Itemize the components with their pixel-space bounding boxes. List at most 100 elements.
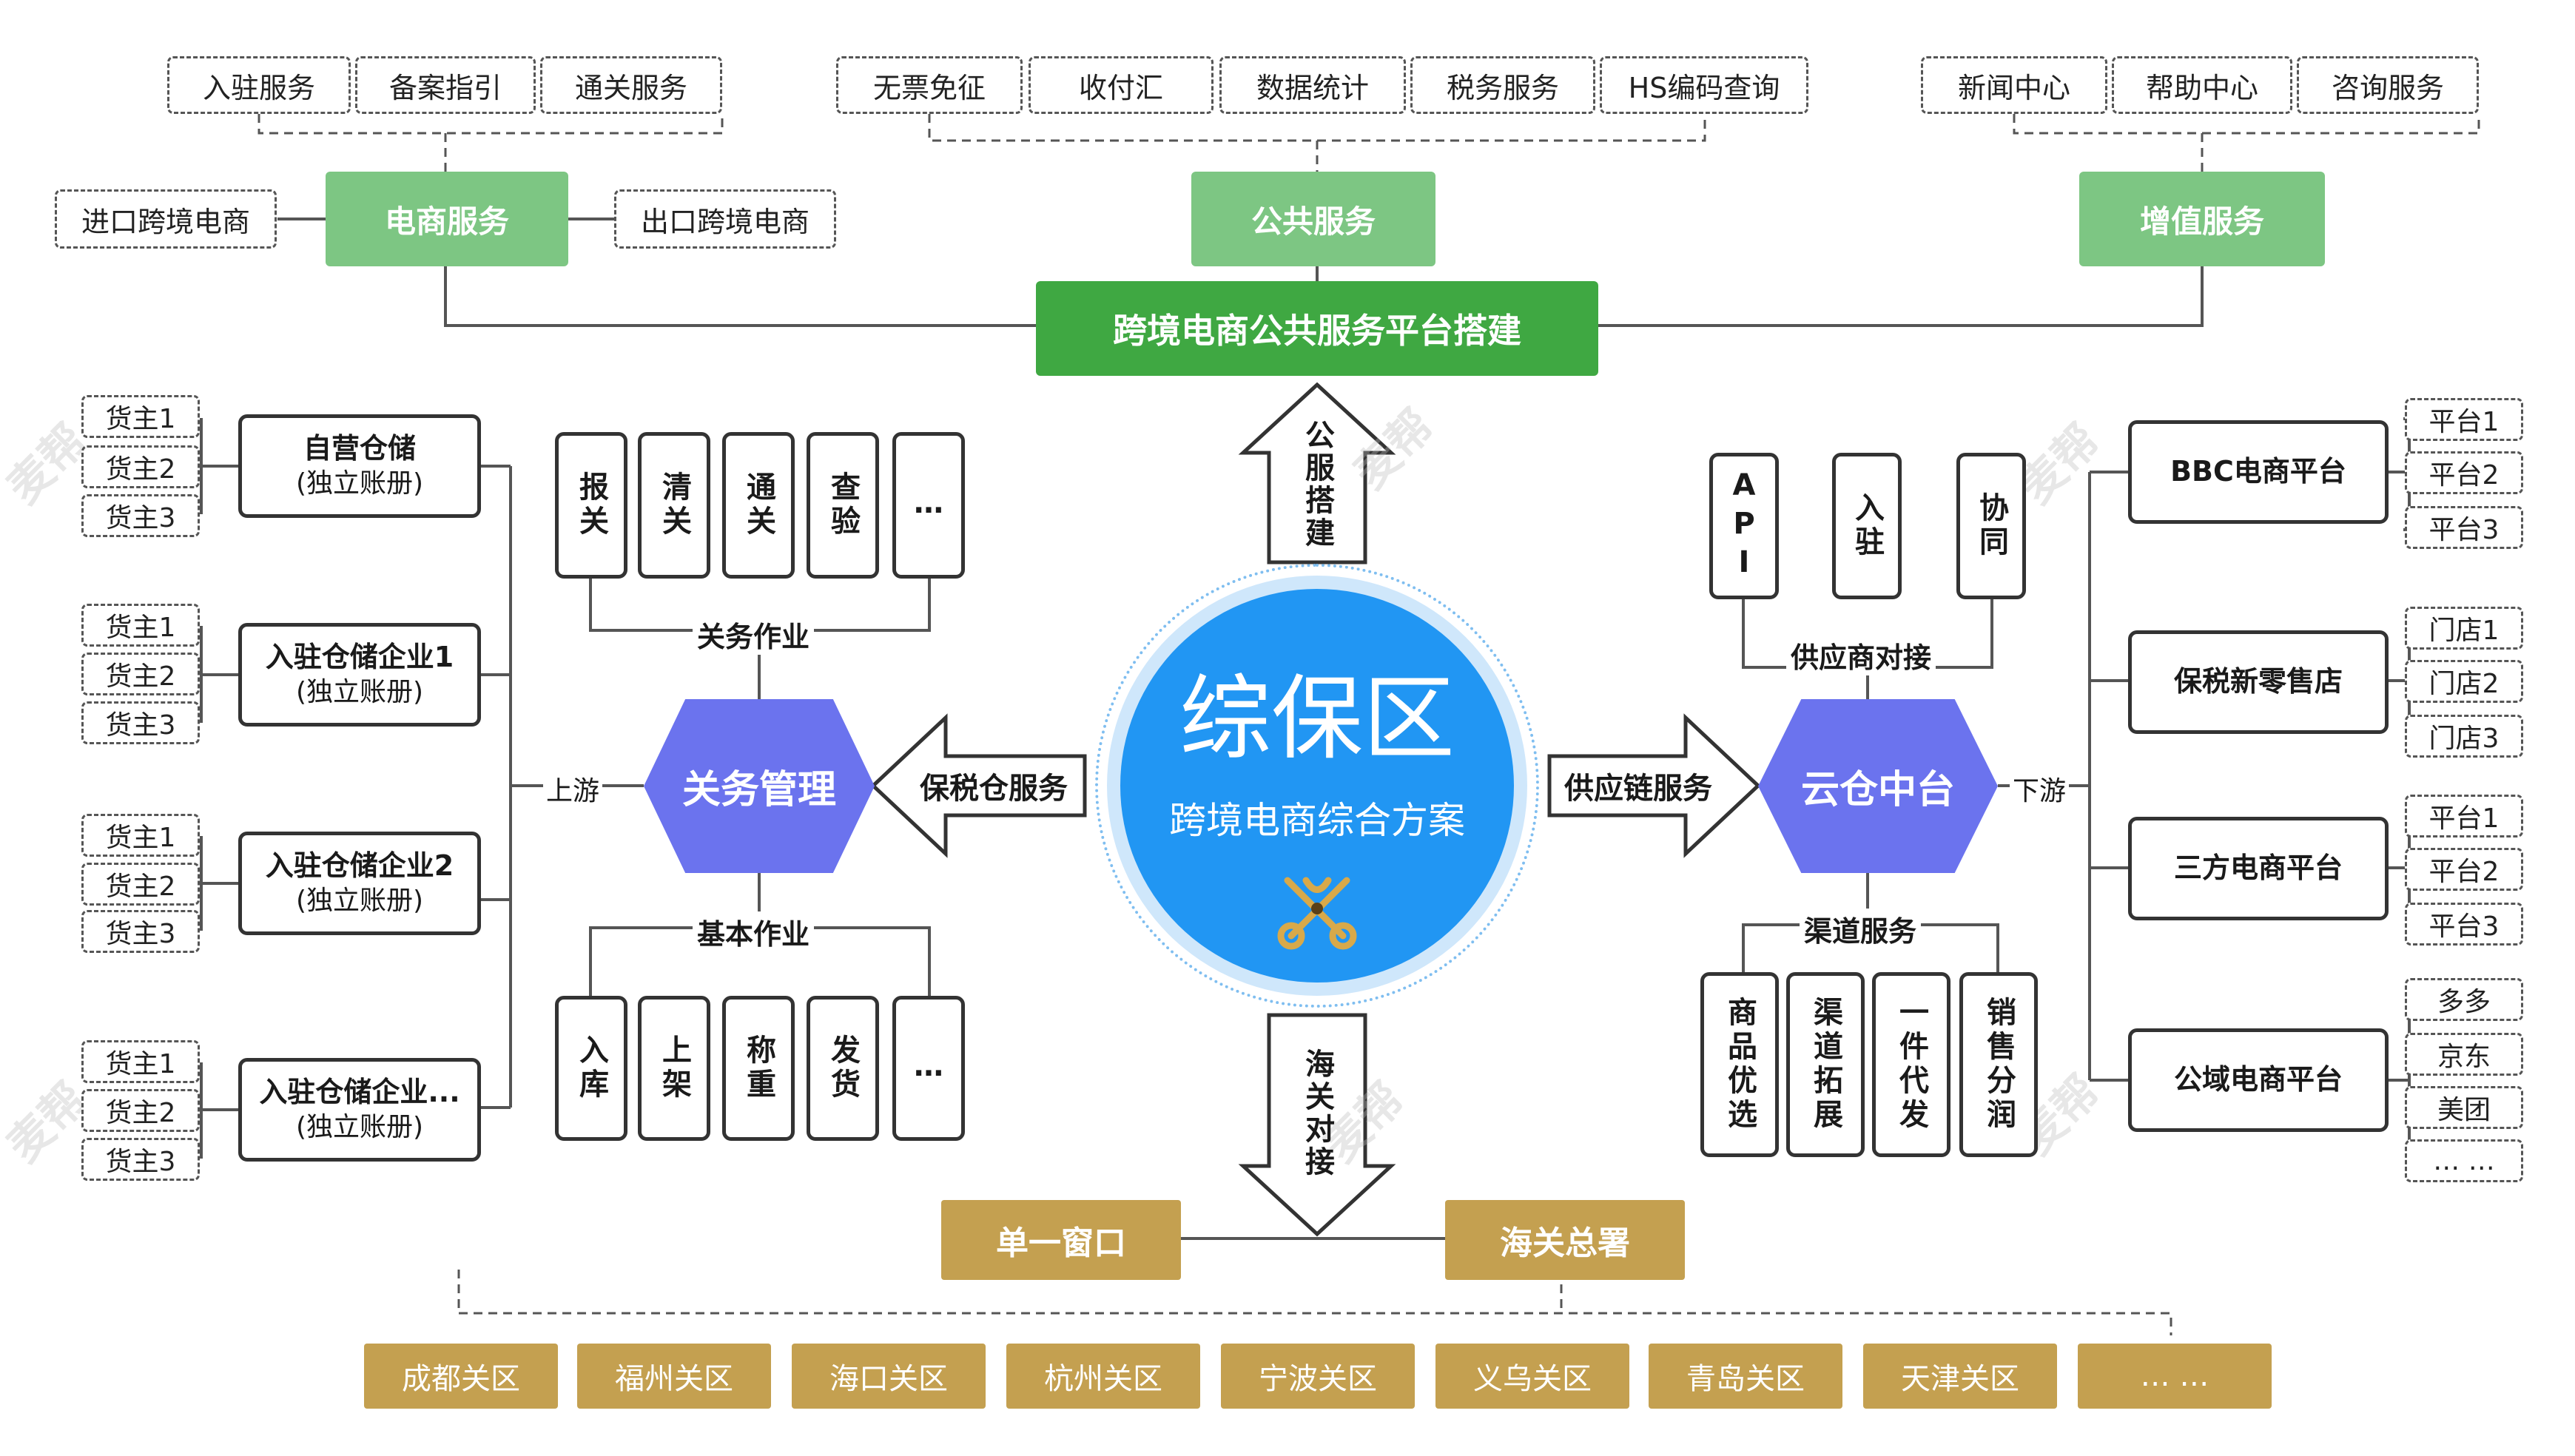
platform-sub-box: 平台1 bbox=[2405, 795, 2523, 837]
owner-box: 货主3 bbox=[81, 910, 200, 953]
arrow-right-label: 供应链服务 bbox=[1564, 772, 1712, 806]
customs-op-item: … bbox=[892, 432, 965, 579]
channel-item: 销售分润 bbox=[1959, 972, 2038, 1157]
owner-box: 货主2 bbox=[81, 863, 200, 906]
platform-sub-box: 平台2 bbox=[2405, 451, 2523, 494]
basic-op-item: 上架 bbox=[638, 996, 710, 1141]
basic-ops-label: 基本作业 bbox=[693, 911, 815, 952]
upstream-label: 上游 bbox=[543, 769, 603, 808]
downstream-label: 下游 bbox=[2010, 769, 2070, 808]
arrow-right-shape bbox=[1547, 713, 1761, 858]
public-item: 无票免征 bbox=[836, 56, 1023, 114]
owner-box: 货主1 bbox=[81, 395, 200, 438]
owner-box: 货主1 bbox=[81, 604, 200, 647]
platform-sub-box: 门店2 bbox=[2405, 660, 2523, 703]
owner-box: 货主3 bbox=[81, 701, 200, 744]
customs-district-box: … … bbox=[2078, 1344, 2272, 1409]
arrow-up-shape bbox=[1238, 382, 1396, 564]
customs-op-item: 清关 bbox=[638, 432, 710, 579]
platform-sub-box: 平台3 bbox=[2405, 506, 2523, 549]
customs-district-box: 海口关区 bbox=[792, 1344, 986, 1409]
import-ecommerce-box: 进口跨境电商 bbox=[55, 189, 277, 249]
ecommerce-item: 备案指引 bbox=[355, 56, 536, 114]
warehouse-name: 自营仓储 bbox=[303, 431, 416, 465]
arrow-down-label: 海关对接 bbox=[1300, 1048, 1334, 1179]
channel-item: 一件代发 bbox=[1872, 972, 1950, 1157]
owner-box: 货主2 bbox=[81, 445, 200, 488]
supplier-item: 入驻 bbox=[1832, 453, 1902, 599]
customs-emblem-icon bbox=[1277, 877, 1357, 950]
public-service-box: 公共服务 bbox=[1191, 172, 1435, 266]
platform-sub-box: 京东 bbox=[2405, 1033, 2523, 1076]
owner-box: 货主1 bbox=[81, 1040, 200, 1083]
center-circle bbox=[1120, 589, 1514, 983]
basic-op-item: 发货 bbox=[807, 996, 879, 1141]
customs-ops-label: 关务作业 bbox=[693, 614, 815, 655]
center-title: 综保区 bbox=[1179, 666, 1455, 772]
arrow-left-label: 保税仓服务 bbox=[920, 772, 1068, 806]
basic-op-item: 称重 bbox=[722, 996, 795, 1141]
platform-sub-box: 平台2 bbox=[2405, 848, 2523, 891]
platform-sub-box: 平台3 bbox=[2405, 903, 2523, 946]
customs-district-box: 宁波关区 bbox=[1221, 1344, 1415, 1409]
owner-box: 货主3 bbox=[81, 1138, 200, 1181]
owner-box: 货主1 bbox=[81, 814, 200, 857]
owner-box: 货主2 bbox=[81, 1089, 200, 1132]
customs-op-item: 报关 bbox=[555, 432, 627, 579]
platform-sub-box: 门店3 bbox=[2405, 715, 2523, 758]
center-subtitle: 跨境电商综合方案 bbox=[1169, 799, 1465, 842]
warehouse-name: 入驻仓储企业2 bbox=[265, 849, 454, 882]
platform-box: 三方电商平台 bbox=[2128, 817, 2389, 920]
value-added-item: 咨询服务 bbox=[2297, 56, 2479, 114]
public-item: 数据统计 bbox=[1219, 56, 1406, 114]
platform-box: BBC电商平台 bbox=[2128, 420, 2389, 524]
warehouse-sub: (独立账册) bbox=[295, 468, 424, 499]
owner-box: 货主3 bbox=[81, 494, 200, 537]
ecommerce-item: 入驻服务 bbox=[167, 56, 351, 114]
supplier-label: 供应商对接 bbox=[1786, 635, 1936, 675]
owner-box: 货主2 bbox=[81, 653, 200, 695]
supplier-item: 协同 bbox=[1956, 453, 2026, 599]
customs-district-box: 成都关区 bbox=[364, 1344, 558, 1409]
customs-district-box: 天津关区 bbox=[1863, 1344, 2057, 1409]
warehouse-name: 入驻仓储企业... bbox=[259, 1075, 460, 1108]
customs-management-hub: 关务管理 bbox=[644, 699, 875, 873]
public-item: 收付汇 bbox=[1029, 56, 1214, 114]
arrow-down-shape bbox=[1238, 1013, 1396, 1237]
public-item: 税务服务 bbox=[1410, 56, 1595, 114]
platform-box: 保税新零售店 bbox=[2128, 630, 2389, 734]
center-dotted-ring bbox=[1095, 564, 1539, 1008]
platform-sub-box: 平台1 bbox=[2405, 398, 2523, 441]
platform-sub-box: 多多 bbox=[2405, 978, 2523, 1021]
customs-op-item: 通关 bbox=[722, 432, 795, 579]
warehouse-box: 入驻仓储企业2 (独立账册) bbox=[238, 832, 481, 935]
customs-op-item: 查验 bbox=[807, 432, 879, 579]
channel-item: 商品优选 bbox=[1700, 972, 1779, 1157]
warehouse-box: 入驻仓储企业1 (独立账册) bbox=[238, 623, 481, 727]
platform-sub-box: 门店1 bbox=[2405, 607, 2523, 650]
arrow-up-label: 公服搭建 bbox=[1300, 419, 1334, 550]
platform-sub-box: … … bbox=[2405, 1139, 2523, 1182]
supplier-item: API bbox=[1709, 453, 1779, 599]
basic-op-item: 入库 bbox=[555, 996, 627, 1141]
channel-label: 渠道服务 bbox=[1800, 909, 1922, 949]
customs-district-box: 杭州关区 bbox=[1006, 1344, 1200, 1409]
ecommerce-item: 通关服务 bbox=[540, 56, 722, 114]
customs-district-box: 义乌关区 bbox=[1435, 1344, 1629, 1409]
export-ecommerce-box: 出口跨境电商 bbox=[614, 189, 836, 249]
customs-hq-box: 海关总署 bbox=[1445, 1200, 1685, 1280]
platform-build-box: 跨境电商公共服务平台搭建 bbox=[1036, 281, 1598, 376]
customs-district-box: 青岛关区 bbox=[1649, 1344, 1842, 1409]
warehouse-box: 自营仓储 (独立账册) bbox=[238, 414, 481, 518]
value-added-item: 新闻中心 bbox=[1921, 56, 2107, 114]
channel-item: 渠道拓展 bbox=[1786, 972, 1865, 1157]
basic-op-item: … bbox=[892, 996, 965, 1141]
cloud-warehouse-hub: 云仓中台 bbox=[1758, 699, 1998, 873]
warehouse-name: 入驻仓储企业1 bbox=[265, 640, 454, 673]
arrow-left-shape bbox=[870, 713, 1087, 858]
platform-box: 公域电商平台 bbox=[2128, 1028, 2389, 1132]
value-added-service-box: 增值服务 bbox=[2079, 172, 2325, 266]
value-added-item: 帮助中心 bbox=[2112, 56, 2292, 114]
single-window-box: 单一窗口 bbox=[941, 1200, 1181, 1280]
